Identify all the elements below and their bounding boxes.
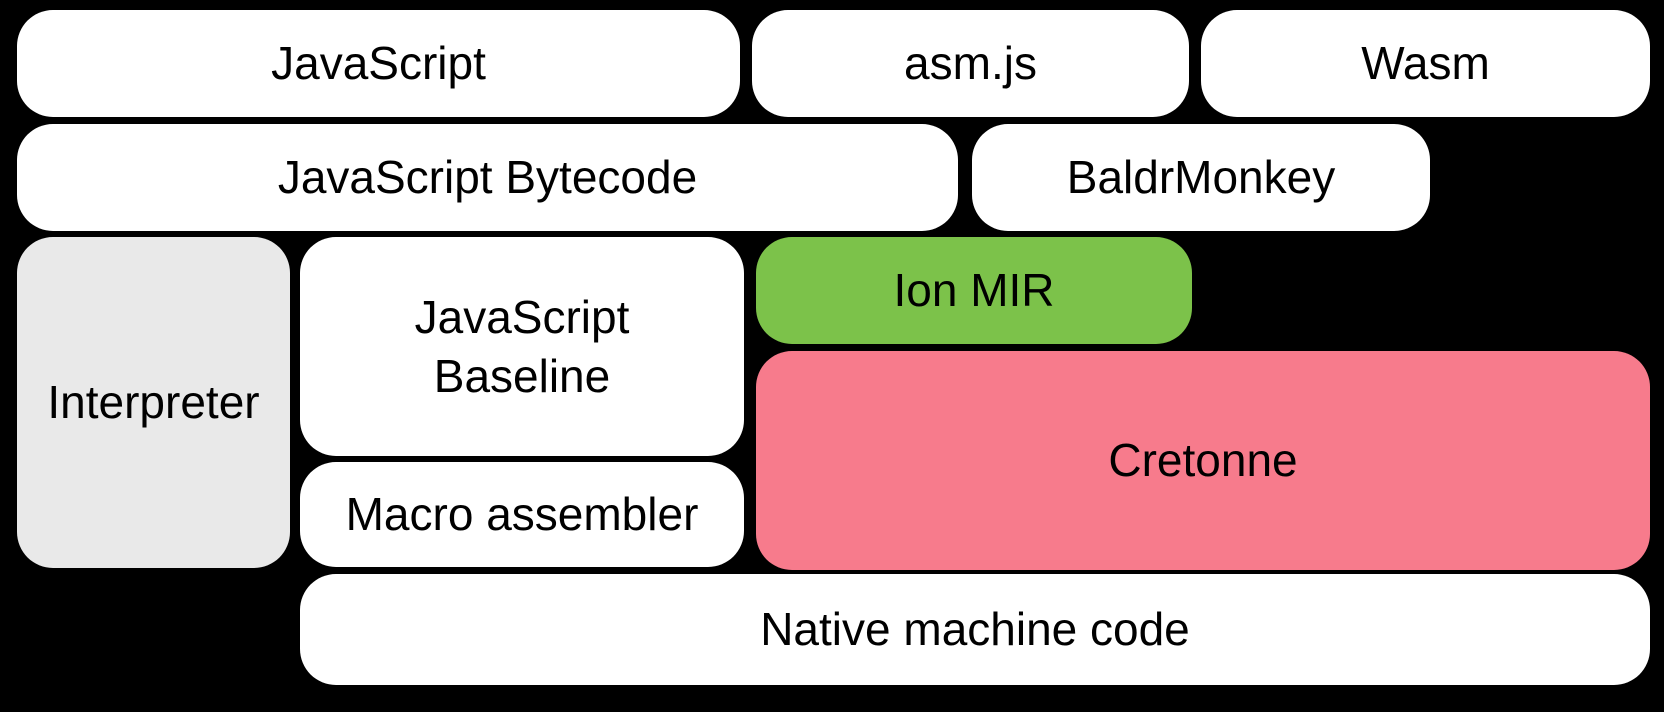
node-baldrmonkey: BaldrMonkey [972, 124, 1430, 231]
node-ion-mir: Ion MIR [756, 237, 1192, 344]
node-wasm: Wasm [1201, 10, 1650, 117]
node-macro-assembler: Macro assembler [300, 462, 744, 567]
node-asmjs: asm.js [752, 10, 1189, 117]
node-interpreter: Interpreter [17, 237, 290, 568]
node-javascript-baseline: JavaScript Baseline [300, 237, 744, 456]
node-javascript: JavaScript [17, 10, 740, 117]
node-cretonne: Cretonne [756, 351, 1650, 570]
node-native-machine-code: Native machine code [300, 574, 1650, 685]
node-javascript-bytecode: JavaScript Bytecode [17, 124, 958, 231]
